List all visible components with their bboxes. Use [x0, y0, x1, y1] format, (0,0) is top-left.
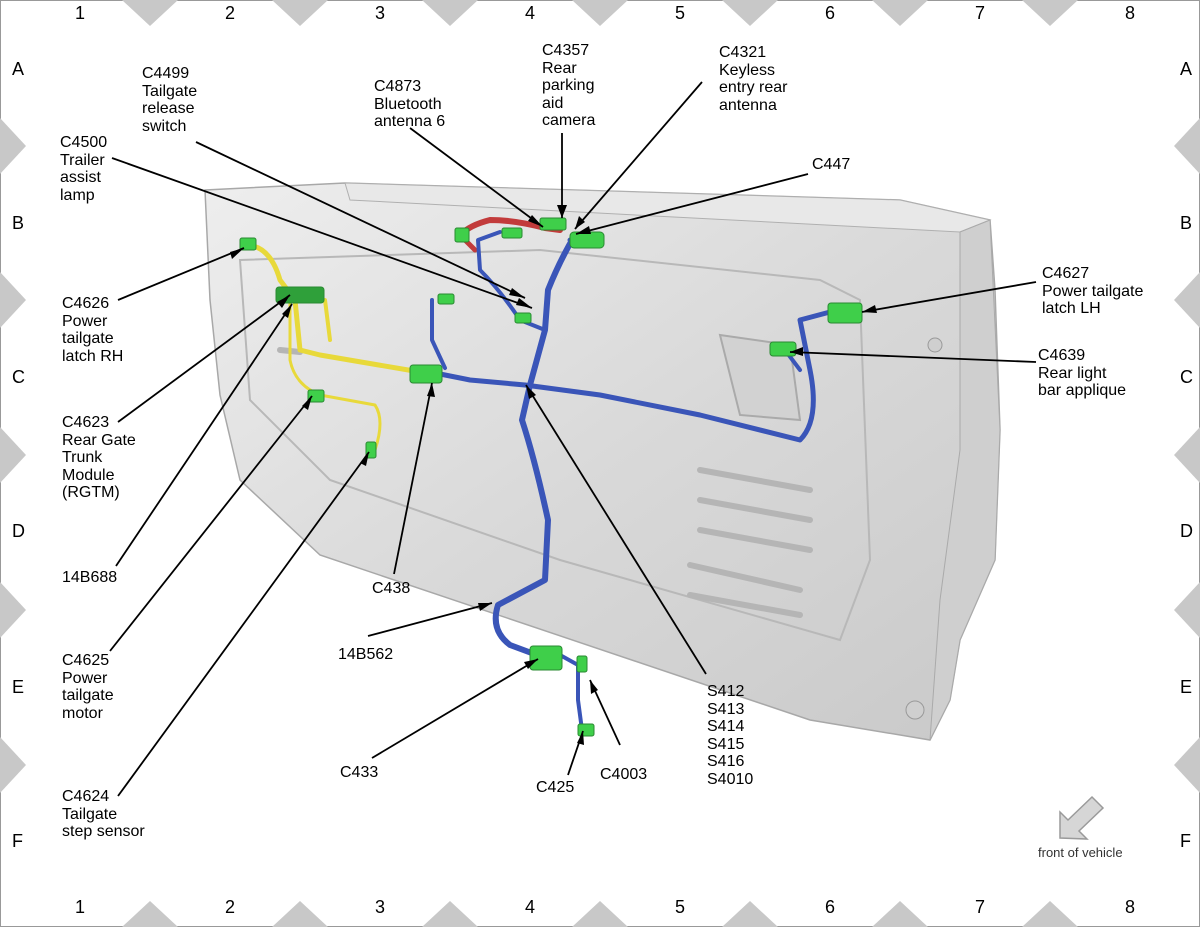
grid-row-label: D: [1180, 521, 1193, 541]
label-c4625: C4625 Power tailgate motor: [62, 652, 114, 722]
connector-c4626: [239, 237, 257, 251]
label-c4627: C4627 Power tailgate latch LH: [1042, 265, 1144, 317]
grid-column-label: 3: [375, 897, 386, 917]
grid-column-label: 5: [675, 3, 686, 23]
grid-row-label: C: [1180, 367, 1193, 387]
grid-column-label: 6: [825, 3, 836, 23]
grid-row-label: A: [1180, 59, 1193, 79]
grid-row-label: E: [12, 677, 25, 697]
frame-marker: [0, 427, 26, 483]
label-c4626: C4626 Power tailgate latch RH: [62, 295, 124, 365]
frame-marker: [572, 0, 628, 26]
label-c4639: C4639 Rear light bar applique: [1038, 347, 1127, 399]
grid-column-label: 3: [375, 3, 386, 23]
connector-c4003: [576, 655, 588, 673]
frame-marker: [272, 901, 328, 927]
connector-c425: [577, 723, 595, 737]
frame-marker: [272, 0, 328, 26]
connector-c4639: [769, 341, 797, 357]
frame-marker: [122, 901, 178, 927]
frame-marker: [0, 118, 26, 174]
connector-c4873: [454, 227, 470, 243]
frame-marker: [872, 901, 928, 927]
label-c425: C425: [536, 779, 575, 796]
frame-marker: [722, 901, 778, 927]
grid-row-label: F: [1180, 831, 1191, 851]
leader-arrowheads: [230, 205, 877, 745]
label-c4500: C4500 Trailer assist lamp: [60, 134, 108, 204]
grid-column-label: 1: [75, 897, 86, 917]
frame-marker: [872, 0, 928, 26]
label-c4499: C4499 Tailgate release switch: [142, 65, 198, 135]
label-c4321: C4321 Keyless entry rear antenna: [719, 44, 788, 114]
frame-marker: [722, 0, 778, 26]
connector-c438: [409, 364, 443, 384]
frame-marker: [422, 0, 478, 26]
grid-row-label: A: [12, 59, 25, 79]
frame-marker: [1022, 0, 1078, 26]
label-c438: C438: [372, 580, 411, 597]
connector-c4499: [437, 293, 455, 305]
grid-row-label: B: [12, 213, 25, 233]
frame-marker: [1174, 582, 1200, 638]
frame-marker: [1174, 272, 1200, 328]
label-c4003: C4003: [600, 766, 648, 783]
connector-c4321: [569, 231, 605, 249]
connectors: [239, 217, 863, 737]
label-splices: S412 S413 S414 S415 S416 S4010: [707, 683, 754, 788]
frame-marker: [0, 737, 26, 793]
label-c4357: C4357 Rear parking aid camera: [542, 42, 596, 129]
grid-column-label: 5: [675, 897, 686, 917]
frame-marker: [1022, 901, 1078, 927]
connector-red-branch: [501, 227, 523, 239]
grid-column-label: 8: [1125, 897, 1136, 917]
frame-marker: [0, 582, 26, 638]
grid-column-label: 7: [975, 897, 986, 917]
grid-column-label: 2: [225, 3, 236, 23]
label-c447: C447: [812, 156, 851, 173]
grid-row-label: D: [12, 521, 25, 541]
connector-rgtm: [275, 286, 325, 304]
frame-marker: [572, 901, 628, 927]
label-c4624: C4624 Tailgate step sensor: [62, 788, 145, 840]
grid-row-label: B: [1180, 213, 1193, 233]
front-of-vehicle-label: front of vehicle: [1038, 845, 1123, 860]
label-14b688: 14B688: [62, 569, 118, 586]
arrow-down-left-icon: [1059, 795, 1105, 840]
label-c4873: C4873 Bluetooth antenna 6: [374, 78, 446, 130]
grid-row-label: C: [12, 367, 25, 387]
connector-c4357: [539, 217, 567, 231]
grid-column-label: 2: [225, 897, 236, 917]
frame-marker: [0, 272, 26, 328]
grid-column-label: 6: [825, 897, 836, 917]
frame-marker: [1174, 737, 1200, 793]
grid-column-label: 4: [525, 897, 536, 917]
leader-lines: [109, 81, 1037, 797]
grid-column-label: 7: [975, 3, 986, 23]
connector-c433: [529, 645, 563, 671]
connector-c4627: [827, 302, 863, 324]
grid-column-label: 1: [75, 3, 86, 23]
grid-column-label: 4: [525, 3, 536, 23]
label-c433: C433: [340, 764, 379, 781]
harness-blue: [427, 230, 853, 732]
frame-marker: [422, 901, 478, 927]
frame-marker: [1174, 118, 1200, 174]
grid-row-label: F: [12, 831, 23, 851]
connector-c4625: [307, 389, 325, 403]
tailgate-panel: [204, 182, 1001, 741]
grid-row-label: E: [1180, 677, 1193, 697]
label-14b562: 14B562: [338, 646, 394, 663]
grid-column-label: 8: [1125, 3, 1136, 23]
frame-marker: [1174, 427, 1200, 483]
connector-c4500: [514, 312, 532, 324]
label-c4623: C4623 Rear Gate Trunk Module (RGTM): [62, 414, 136, 501]
frame-marker: [122, 0, 178, 26]
